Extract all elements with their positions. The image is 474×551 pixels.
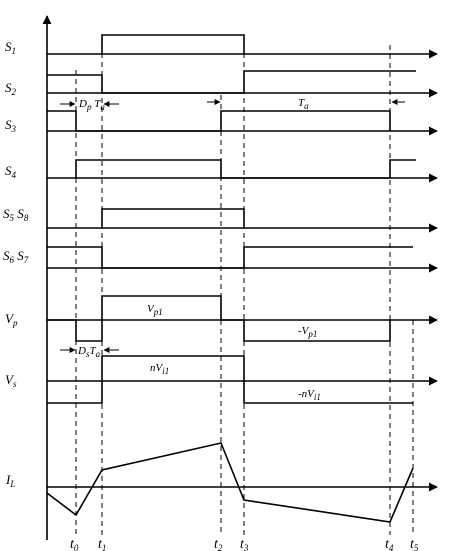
label-s1: S1 — [5, 39, 16, 56]
time-label-t4: t4 — [385, 537, 394, 551]
annotation-ta: Ta — [298, 97, 309, 111]
annotation-ds-ta: DsTa — [77, 345, 101, 359]
waveform-s5s8 — [101, 208, 245, 228]
time-label-t3: t3 — [240, 537, 249, 551]
waveform-s4 — [75, 159, 416, 179]
label-s3: S3 — [5, 117, 17, 134]
time-label-t0: t0 — [70, 537, 79, 551]
label-vp: Vp — [5, 311, 18, 328]
label-s4: S4 — [5, 163, 17, 180]
signal-labels: S1 S2 S3 S4 S5 S8 S6 S7 Vp Vs IL — [3, 39, 29, 489]
annotation-nvi1-positive: nVi1 — [150, 362, 169, 376]
dimension-arrows — [60, 99, 405, 353]
time-label-t1: t1 — [98, 537, 106, 551]
label-vs: Vs — [5, 372, 17, 389]
time-label-t5: t5 — [410, 537, 419, 551]
waveform-s3 — [47, 110, 391, 132]
annotation-nvi1-negative: -nVi1 — [298, 388, 321, 402]
time-label-t2: t2 — [214, 537, 223, 551]
time-axes — [47, 49, 438, 492]
label-s6s7: S6 S7 — [3, 248, 29, 265]
waveform-vp — [47, 295, 391, 342]
waveform-vs — [47, 355, 413, 404]
waveforms — [46, 34, 416, 523]
label-il: IL — [5, 472, 15, 489]
annotation-dp-ta: Dp Ta — [78, 98, 105, 112]
time-labels: t0 t1 t2 t3 t4 t5 — [70, 537, 419, 551]
waveform-s6s7 — [47, 246, 413, 269]
waveform-il — [46, 442, 414, 523]
waveform-s2 — [47, 70, 416, 94]
label-s2: S2 — [5, 80, 17, 97]
label-s5s8: S5 S8 — [3, 206, 29, 223]
annotation-vp1-positive: Vp1 — [147, 303, 163, 317]
waveform-s1 — [101, 34, 245, 54]
annotations: Dp Ta Ta Vp1 -Vp1 DsTa nVi1 -nVi1 — [77, 97, 321, 402]
time-marker-lines — [75, 35, 414, 535]
annotation-vp1-negative: -Vp1 — [298, 325, 317, 339]
